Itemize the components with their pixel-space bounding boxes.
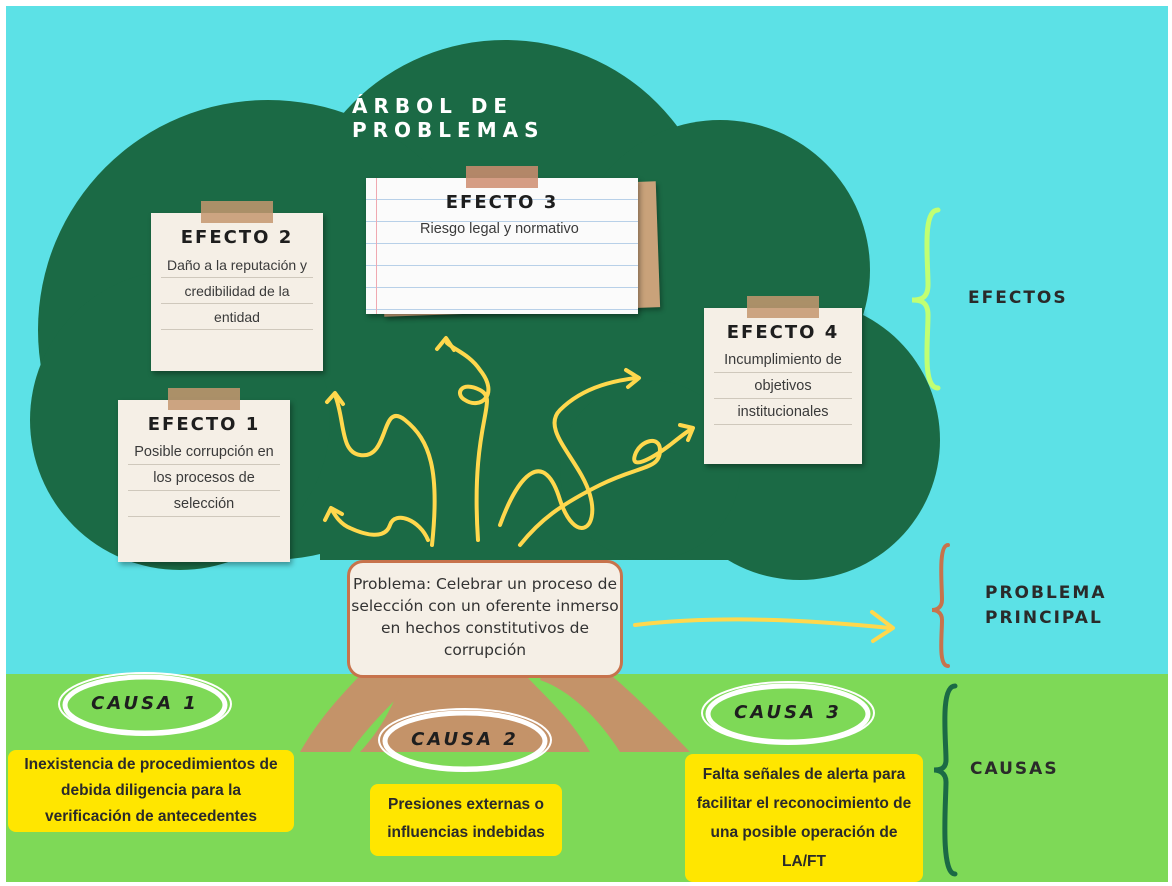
tape [747,296,819,318]
curly-arrow [333,393,437,547]
curly-arrow [330,508,430,542]
brace-effects [911,207,941,391]
effect-2-text: Daño a la reputación y credibilidad de l… [161,252,313,330]
problem-arrow [633,617,892,630]
arrow-head [325,391,345,406]
cause-2-text: Presiones externas o influencias indebid… [370,784,562,856]
arrow-head [678,423,695,442]
arrow-head [624,368,641,389]
cause-rings-sketch [58,672,875,772]
effect-4-title: EFECTO 4 [726,322,840,343]
effects-side-label: EFECTOS [968,288,1068,308]
problem-side-label-line1: PROBLEMA [985,583,1107,603]
tape [466,166,538,188]
causes-side-label: CAUSAS [970,759,1059,779]
effect-3-title: EFECTO 3 [445,192,559,213]
effect-2-card: EFECTO 2 Daño a la reputación y credibil… [151,201,323,371]
cause-2-label: CAUSA 2 [411,729,519,750]
cause-1-label: CAUSA 1 [91,693,199,714]
curly-arrow [445,341,491,542]
effect-3-card: EFECTO 3 Riesgo legal y normativo [366,166,638,314]
tape [201,201,273,223]
cause-3-label: CAUSA 3 [734,702,842,723]
cause-3-text: Falta señales de alerta para facilitar e… [685,754,923,882]
arrow-head [435,336,456,352]
brace-problem [931,543,950,668]
curly-arrow [498,376,638,530]
brace-causes [933,683,958,877]
page-title: ÁRBOL DE PROBLEMAS [352,94,545,142]
effect-3-text: Riesgo legal y normativo [420,221,579,237]
effect-1-text: Posible corrupción en los procesos de se… [128,439,280,517]
effect-1-card: EFECTO 1 Posible corrupción en los proce… [118,388,290,562]
effect-arrows [323,336,895,643]
problem-side-label-line2: PRINCIPAL [985,608,1103,628]
effect-4-text: Incumplimiento de objetivos instituciona… [714,347,852,425]
main-problem-box: Problema: Celebrar un proceso de selecci… [347,560,623,678]
effect-4-card: EFECTO 4 Incumplimiento de objetivos ins… [704,296,862,464]
curly-arrow [518,428,692,547]
effect-1-title: EFECTO 1 [147,414,261,435]
tape [168,388,240,410]
cause-1-text: Inexistencia de procedimientos de debida… [8,750,294,832]
effect-2-title: EFECTO 2 [180,227,294,248]
cause-rings [62,674,871,772]
arrow-head [323,506,344,522]
arrow-head [870,610,895,643]
